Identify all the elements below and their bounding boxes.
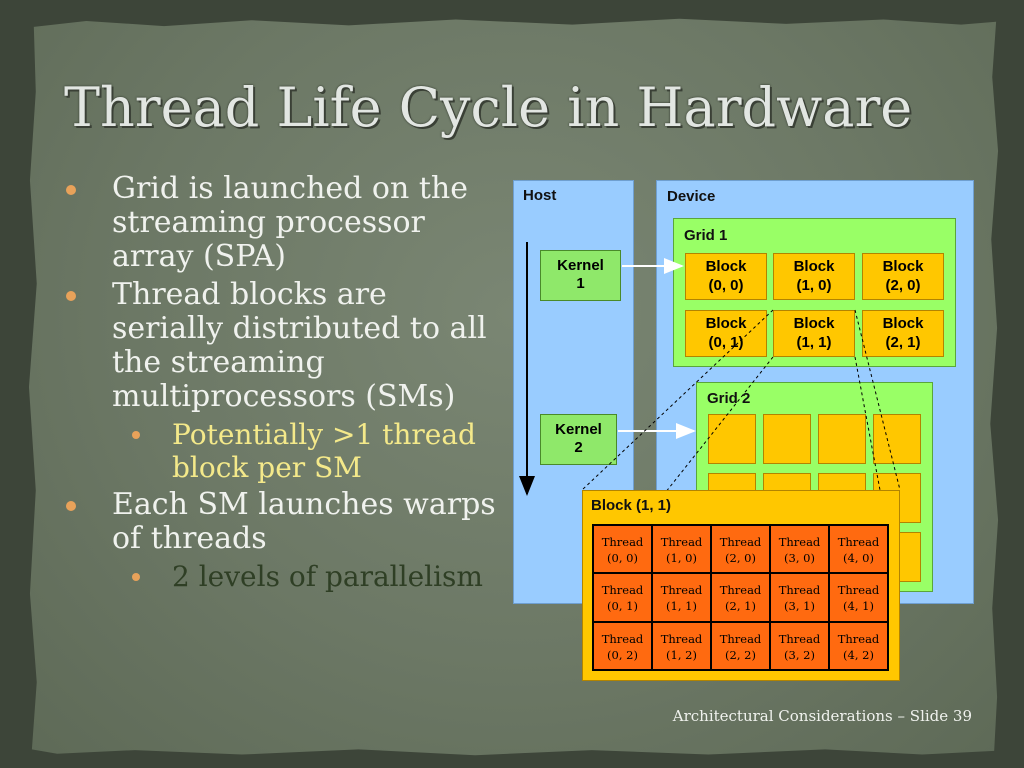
block-index: (2, 1) bbox=[885, 334, 921, 351]
thread-cell: Thread(4, 1) bbox=[829, 573, 888, 622]
kernel-label: Kernel bbox=[557, 257, 604, 274]
grid2-block bbox=[763, 414, 811, 464]
sub-bullet-item: Potentially >1 thread block per SM bbox=[58, 418, 498, 484]
grid2-block bbox=[708, 414, 756, 464]
block-label: Block bbox=[705, 315, 747, 332]
thread-cell: Thread(3, 0) bbox=[770, 525, 829, 574]
thread-cell: Thread(0, 1) bbox=[593, 573, 652, 622]
block-label: Block bbox=[882, 258, 924, 275]
bullet-item: Thread blocks are serially distributed t… bbox=[58, 278, 498, 414]
grid2-block bbox=[873, 414, 921, 464]
block-detail-label: Block (1, 1) bbox=[591, 497, 672, 514]
block-index: (2, 0) bbox=[885, 277, 921, 294]
thread-cell: Thread(0, 0) bbox=[593, 525, 652, 574]
grid2-label: Grid 2 bbox=[707, 390, 751, 407]
block-2-0: Block (2, 0) bbox=[862, 253, 944, 300]
bullet-item: Grid is launched on the streaming proces… bbox=[58, 172, 498, 274]
thread-cell: Thread(2, 0) bbox=[711, 525, 770, 574]
device-label: Device bbox=[667, 188, 716, 205]
block-0-1: Block (0, 1) bbox=[685, 310, 767, 357]
grid2-block bbox=[818, 414, 866, 464]
block-2-1: Block (2, 1) bbox=[862, 310, 944, 357]
thread-cell: Thread(2, 2) bbox=[711, 621, 770, 670]
thread-cell: Thread(3, 1) bbox=[770, 573, 829, 622]
block-index: (0, 0) bbox=[708, 277, 744, 294]
bullet-dot-icon bbox=[132, 431, 140, 439]
sub-bullet-text: 2 levels of parallelism bbox=[172, 560, 483, 593]
block-1-0: Block (1, 0) bbox=[773, 253, 855, 300]
thread-grid: Thread(0, 0) Thread(1, 0) Thread(2, 0) T… bbox=[592, 524, 889, 671]
block-label: Block bbox=[882, 315, 924, 332]
block-label: Block bbox=[705, 258, 747, 275]
bullet-item: Each SM launches warps of threads bbox=[58, 488, 498, 556]
thread-cell: Thread(1, 1) bbox=[652, 573, 711, 622]
bullet-dot-icon bbox=[132, 573, 140, 581]
kernel-label: Kernel bbox=[555, 421, 602, 438]
grid1-label: Grid 1 bbox=[684, 227, 728, 244]
block-0-0: Block (0, 0) bbox=[685, 253, 767, 300]
sub-bullet-text: Potentially >1 thread block per SM bbox=[172, 418, 476, 484]
bullet-text: Grid is launched on the streaming proces… bbox=[112, 171, 468, 274]
block-index: (0, 1) bbox=[708, 334, 744, 351]
thread-cell: Thread(1, 0) bbox=[652, 525, 711, 574]
bullet-text: Each SM launches warps of threads bbox=[112, 487, 496, 556]
thread-cell: Thread(3, 2) bbox=[770, 621, 829, 670]
thread-cell: Thread(4, 0) bbox=[829, 525, 888, 574]
block-index: (1, 1) bbox=[796, 334, 832, 351]
block-1-1: Block (1, 1) bbox=[773, 310, 855, 357]
thread-cell: Thread(0, 2) bbox=[593, 621, 652, 670]
slide-title: Thread Life Cycle in Hardware bbox=[64, 76, 913, 139]
kernel-number: 2 bbox=[574, 439, 583, 456]
sub-bullet-item: 2 levels of parallelism bbox=[58, 560, 498, 593]
block-index: (1, 0) bbox=[796, 277, 832, 294]
bullet-dot-icon bbox=[66, 501, 76, 511]
thread-cell: Thread(1, 2) bbox=[652, 621, 711, 670]
thread-cell: Thread(4, 2) bbox=[829, 621, 888, 670]
bullet-text: Thread blocks are serially distributed t… bbox=[112, 277, 487, 414]
block-label: Block bbox=[793, 315, 835, 332]
block-label: Block bbox=[793, 258, 835, 275]
slide-footer: Architectural Considerations – Slide 39 bbox=[672, 707, 972, 725]
kernel-2-box: Kernel 2 bbox=[540, 414, 617, 465]
kernel-number: 1 bbox=[576, 275, 585, 292]
thread-cell: Thread(2, 1) bbox=[711, 573, 770, 622]
bullet-list: Grid is launched on the streaming proces… bbox=[58, 172, 498, 597]
bullet-dot-icon bbox=[66, 185, 76, 195]
bullet-dot-icon bbox=[66, 291, 76, 301]
kernel-1-box: Kernel 1 bbox=[540, 250, 621, 301]
host-label: Host bbox=[523, 187, 557, 204]
